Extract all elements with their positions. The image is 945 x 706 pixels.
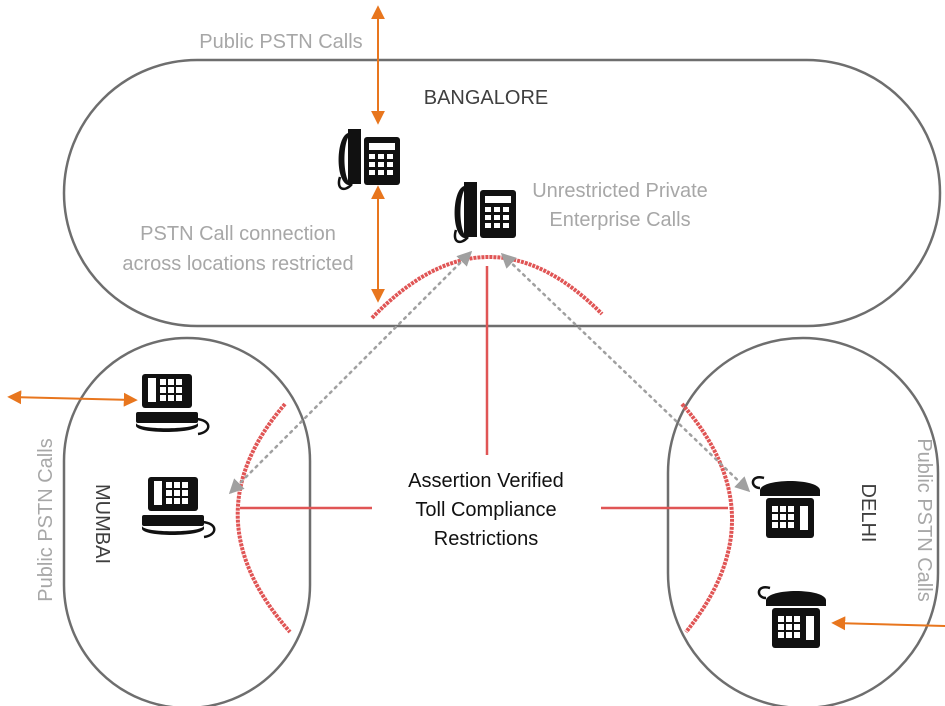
desk-phone-icon xyxy=(337,127,402,191)
pstn-arrow-mumbai xyxy=(7,390,138,407)
unrestricted-label-line1: Unrestricted Private xyxy=(532,180,708,202)
mumbai-restriction-arc xyxy=(235,402,292,634)
public-pstn-label-top: Public PSTN Calls xyxy=(199,31,362,53)
location-title-mumbai: MUMBAI xyxy=(91,484,113,564)
desk-phone-icon xyxy=(140,475,216,539)
desk-phone-icon xyxy=(134,372,210,436)
desk-phone-icon xyxy=(757,586,828,650)
assertion-label-line3: Restrictions xyxy=(434,528,538,550)
private-call-path-delhi xyxy=(500,252,751,493)
mumbai-region xyxy=(62,336,312,706)
desk-phone-icon xyxy=(453,180,518,244)
delhi-region xyxy=(666,336,940,706)
public-pstn-label-left: Public PSTN Calls xyxy=(35,438,57,601)
delhi-restriction-arc xyxy=(680,402,734,634)
private-call-path-mumbai xyxy=(228,250,473,495)
desk-phone-icon xyxy=(751,476,822,540)
pstn-restricted-label-line1: PSTN Call connection xyxy=(140,223,336,245)
unrestricted-label-line2: Enterprise Calls xyxy=(549,209,690,231)
location-title-delhi: DELHI xyxy=(857,484,879,543)
assertion-label-line1: Assertion Verified xyxy=(408,470,564,492)
pstn-arrow-delhi xyxy=(831,616,945,631)
public-pstn-label-right: Public PSTN Calls xyxy=(913,438,935,601)
location-title-bangalore: BANGALORE xyxy=(424,87,548,109)
assertion-label-line2: Toll Compliance xyxy=(415,499,556,521)
pstn-restricted-label-line2: across locations restricted xyxy=(122,253,353,275)
